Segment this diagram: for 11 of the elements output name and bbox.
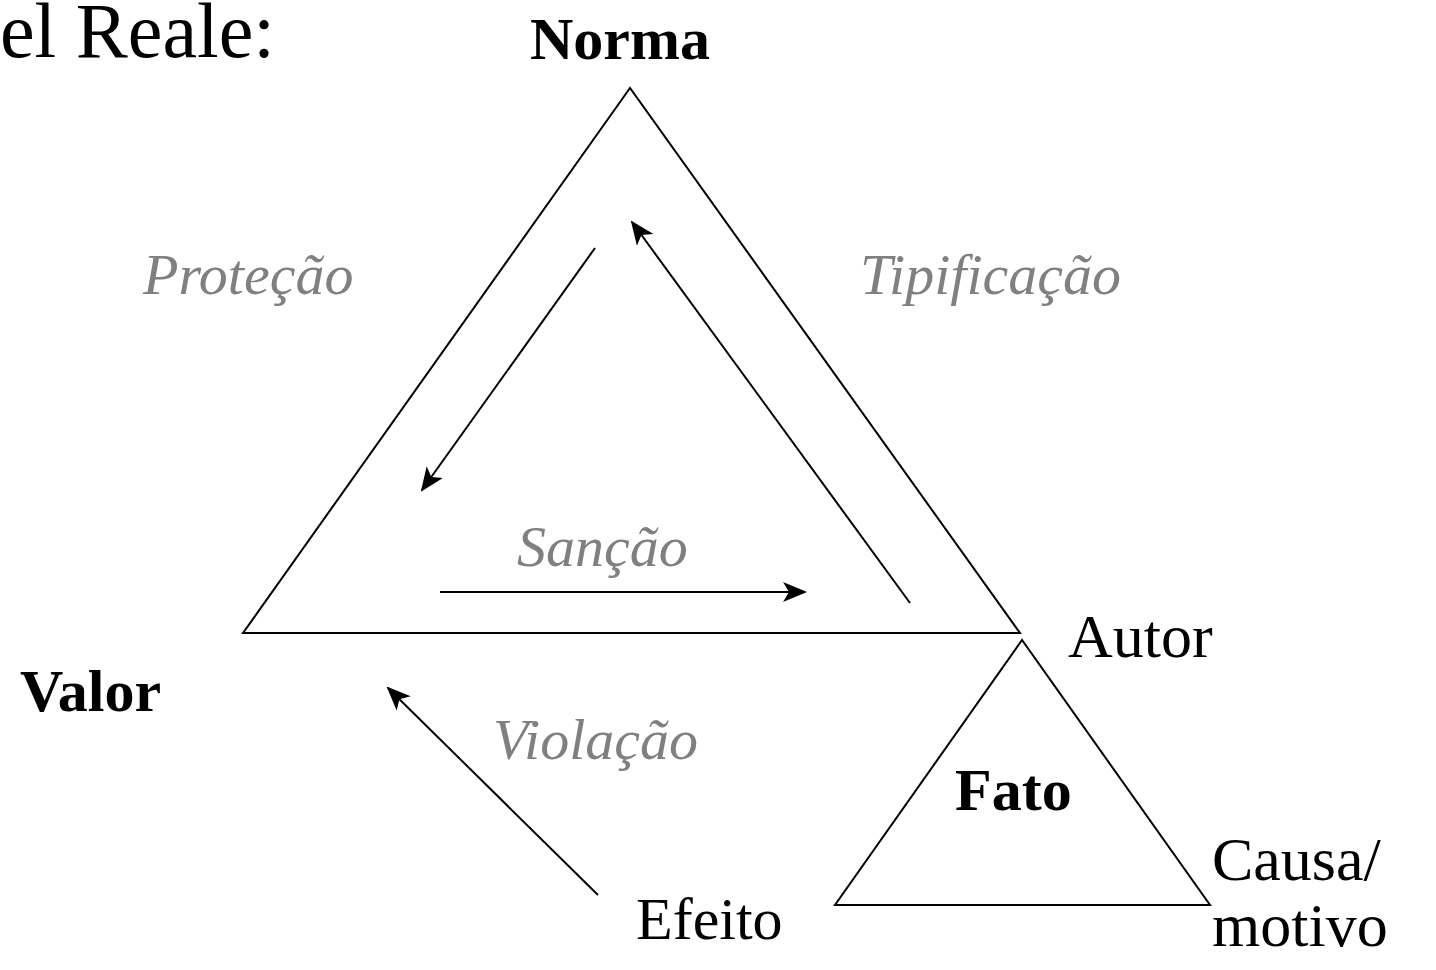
relation-label: Tipificação bbox=[860, 243, 1121, 307]
title: el Reale: bbox=[0, 0, 276, 74]
relation-label: Violação bbox=[493, 708, 699, 772]
node-label: Efeito bbox=[636, 886, 783, 952]
vertex-label: Causa/ motivo bbox=[1212, 826, 1389, 958]
node-label: Valor bbox=[20, 658, 162, 724]
node-label: Fato bbox=[955, 757, 1072, 823]
node-label: Norma bbox=[530, 6, 710, 72]
relation-label: Sanção bbox=[517, 515, 688, 579]
vertex-label: Autor bbox=[1068, 603, 1214, 669]
relation-label: Proteção bbox=[143, 243, 354, 307]
